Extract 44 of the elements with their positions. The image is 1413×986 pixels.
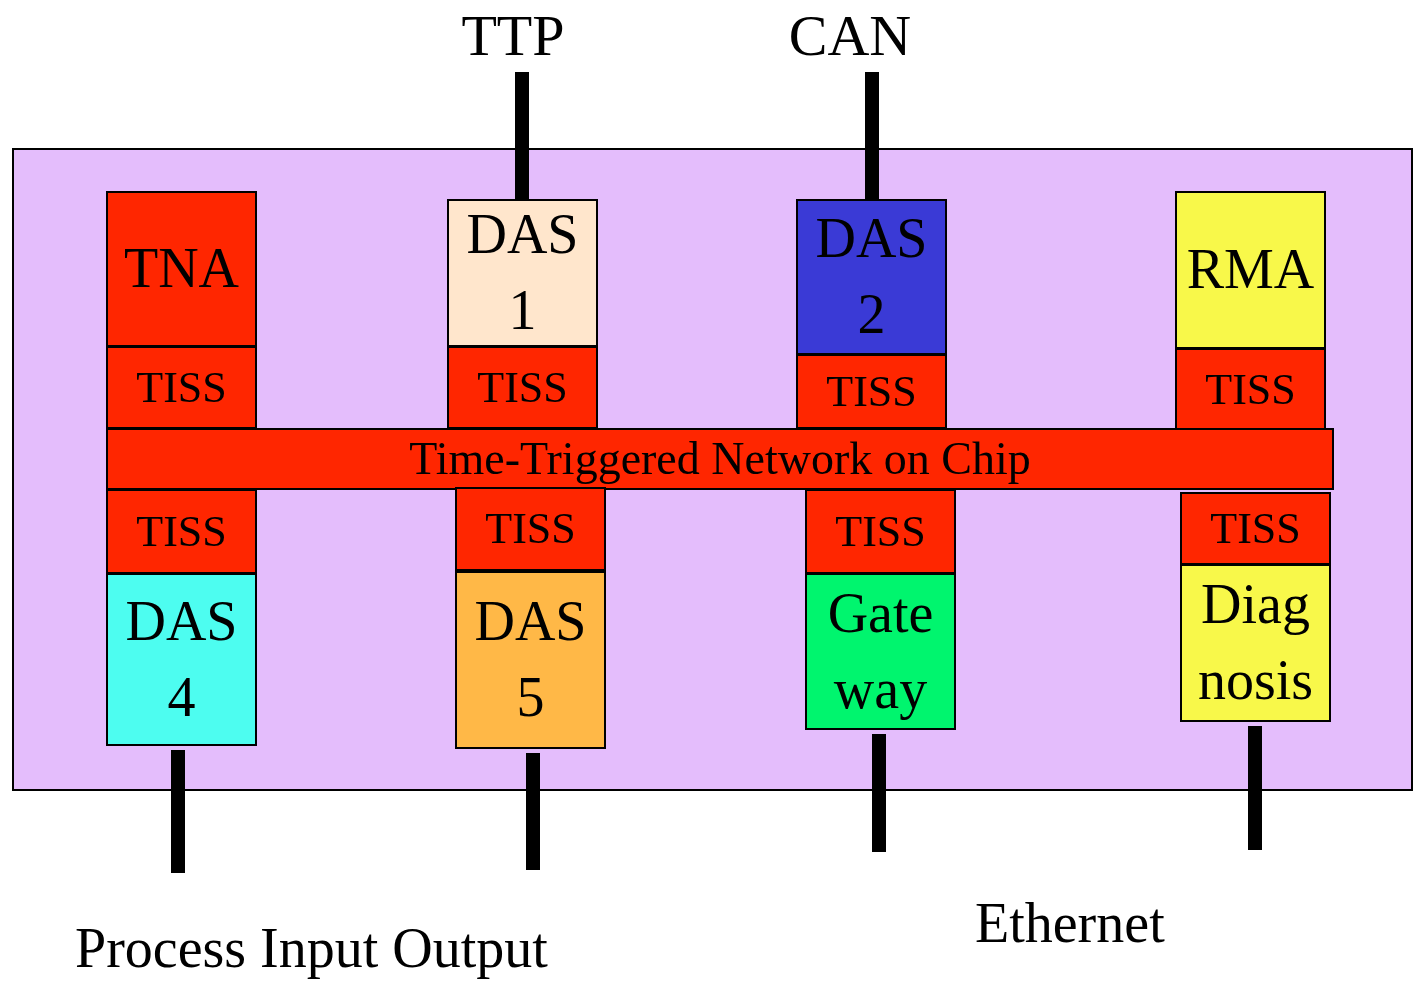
- bus-line: [515, 72, 529, 199]
- component-box: [1180, 564, 1331, 722]
- component-box: [106, 191, 257, 347]
- node-text: CAN: [788, 2, 912, 71]
- component-box: [1175, 191, 1326, 349]
- node-text: DAS 1: [465, 202, 580, 343]
- interface-box: [796, 354, 947, 429]
- node-text: DAS 2: [814, 206, 929, 347]
- interface-label: Process Input Output: [75, 918, 548, 980]
- interface-label: Ethernet: [975, 893, 1165, 955]
- bus-line: [872, 734, 886, 852]
- interface-box: [1180, 492, 1331, 565]
- node-text: TISS: [485, 503, 576, 556]
- node-text: TISS: [835, 505, 926, 558]
- node-text: Diag nosis: [1196, 572, 1315, 713]
- component-box: [455, 571, 606, 749]
- node-text: TISS: [1205, 364, 1296, 417]
- network-band: [106, 428, 1334, 490]
- component-box: [447, 199, 598, 347]
- interface-box: [805, 489, 956, 574]
- node-text: TNA: [123, 236, 240, 302]
- interface-box: [455, 487, 606, 571]
- bus-line: [865, 72, 879, 199]
- interface-box: [106, 489, 257, 574]
- node-text: Time-Triggered Network on Chip: [409, 432, 1031, 487]
- bus-line: [526, 753, 540, 870]
- node-text: RMA: [1186, 237, 1315, 303]
- component-box: [796, 199, 947, 355]
- component-box: [106, 573, 257, 746]
- component-box: [805, 573, 956, 730]
- chip-background: [12, 148, 1413, 791]
- node-text: TISS: [1210, 502, 1301, 555]
- node-text: DAS 5: [473, 589, 588, 730]
- node-text: Gate way: [826, 580, 935, 722]
- node-text: DAS 4: [124, 588, 239, 730]
- interface-box: [106, 346, 257, 429]
- node-text: TISS: [136, 505, 227, 558]
- node-text: TISS: [826, 365, 917, 418]
- node-text: TISS: [136, 361, 227, 414]
- bus-line: [1248, 726, 1262, 850]
- bus-line: [171, 750, 185, 873]
- node-text: TTP: [461, 2, 565, 71]
- interface-box: [447, 346, 598, 429]
- node-text: TISS: [477, 361, 568, 414]
